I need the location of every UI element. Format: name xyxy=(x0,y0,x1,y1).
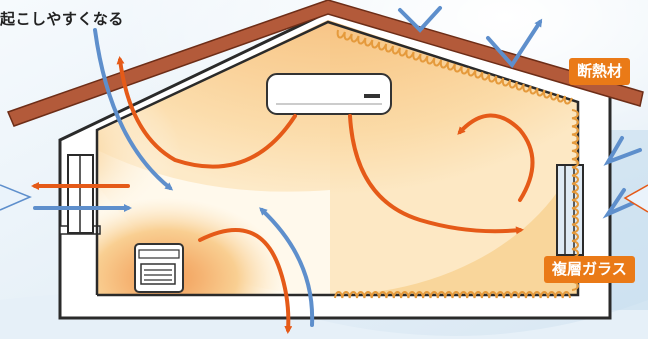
insulation-label: 断熱材 xyxy=(569,58,630,85)
caption-text: 起こしやすくなる xyxy=(0,8,124,29)
heater-icon xyxy=(135,244,183,292)
double-glass-label: 複層ガラス xyxy=(544,256,635,283)
air-conditioner-icon xyxy=(267,74,391,114)
double-glass-window xyxy=(557,165,583,255)
